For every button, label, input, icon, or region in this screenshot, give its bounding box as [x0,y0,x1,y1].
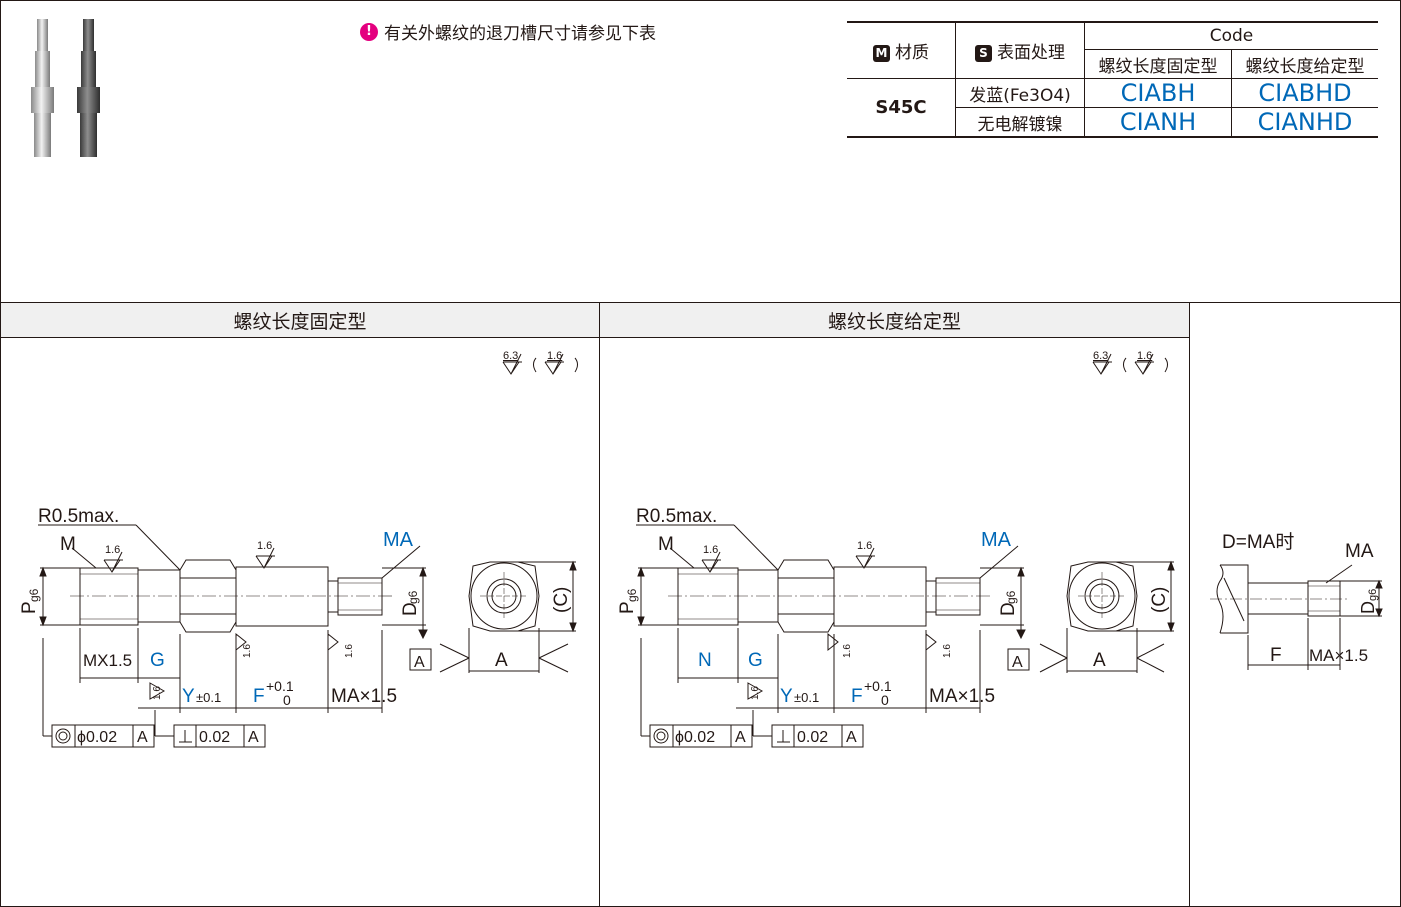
svg-text:1.6: 1.6 [857,540,872,552]
note-text: 有关外螺纹的退刀槽尺寸请参见下表 [384,24,656,44]
drawing-fixed: 6.3 1.6 R0.5max. M 1.6 1.6 MA P g6 D g6 … [19,350,578,748]
hex-a-label: A [495,650,508,671]
section-title-given: 螺纹长度给定型 [600,303,1189,338]
perpendicularity-tol: 0.02 [199,729,230,746]
ma-label: MA [383,529,414,551]
svg-text:M: M [658,534,674,555]
svg-text:1.6: 1.6 [242,644,253,658]
section-title-fixed: 螺纹长度固定型 [1,303,599,338]
g-label: G [150,650,165,671]
fixed-type-header: 螺纹长度固定型 [1084,49,1232,79]
svg-text:Y: Y [780,686,793,707]
svg-text:(C): (C) [1149,587,1170,613]
svg-text:A: A [248,729,259,746]
ma-pitch: MA×1.5 [331,686,397,707]
material-value: S45C [847,78,956,138]
svg-text:g6: g6 [1367,589,1379,601]
code-header: Code [1084,21,1378,50]
surface-value-1: 发蓝(Fe3O4) [955,78,1085,108]
fillet-label: R0.5max. [38,506,119,527]
c-label: (C) [551,587,572,613]
svg-text:g6: g6 [1004,590,1018,604]
concentricity-tol: ϕ0.02 [77,729,117,746]
svg-text:1.6: 1.6 [105,544,120,556]
d-eq-ma-label: D=MA时 [1222,531,1294,553]
f-tol-up: +0.1 [266,678,294,694]
d-sub: g6 [406,590,420,604]
svg-text:1.6: 1.6 [750,686,761,700]
info-icon: ! [360,22,378,41]
undercut-note: ! 有关外螺纹的退刀槽尺寸请参见下表 [360,19,656,44]
svg-text:1.6: 1.6 [703,544,718,556]
svg-text:1.6: 1.6 [842,644,853,658]
svg-text:A: A [735,729,746,746]
m-label: M [60,534,76,555]
detail-ma-pitch: MA×1.5 [1309,646,1368,665]
code-given-1: CIABHD [1231,78,1378,108]
svg-text:MA: MA [1345,541,1374,562]
svg-text:+0.1: +0.1 [864,678,892,694]
svg-text:A: A [1093,650,1106,671]
svg-text:G: G [748,650,763,671]
svg-text:1.6: 1.6 [257,540,272,552]
svg-text:g6: g6 [625,588,639,602]
svg-text:F: F [851,686,863,707]
surface-value-2: 无电解镀镍 [955,107,1085,138]
svg-text:MA×1.5: MA×1.5 [929,686,995,707]
mx-label: MX1.5 [83,651,132,670]
svg-text:D: D [998,602,1019,616]
detail-f-label: F [1270,645,1282,666]
svg-text:A: A [846,729,857,746]
svg-text:0.02: 0.02 [797,729,828,746]
f-label: F [253,686,265,707]
surface-roughness-main: 6.3 [503,350,518,362]
svg-text:A: A [137,729,148,746]
svg-text:ϕ0.02: ϕ0.02 [675,729,715,746]
y-tol: ±0.1 [196,690,221,705]
svg-text:P: P [617,601,638,614]
p-sub: g6 [27,588,41,602]
given-type-header: 螺纹长度给定型 [1231,49,1378,79]
datum-label: A [414,654,425,671]
svg-text:1.6: 1.6 [1137,350,1152,362]
svg-text:1.6: 1.6 [942,644,953,658]
drawing-d-equals-ma: D=MA时 MA F MA×1.5 D g6 [1210,531,1383,670]
drawing-given: 6.3 1.6 R0.5max. M 1.6 1.6 MA P g6 D g6 … [617,350,1175,748]
svg-text:1.6: 1.6 [152,686,163,700]
n-label: N [698,650,712,671]
d-label: D [400,602,421,616]
svg-text:6.3: 6.3 [1093,350,1108,362]
code-fixed-1: CIABH [1084,78,1232,108]
svg-text:D: D [1358,601,1378,614]
product-photo [31,19,100,157]
p-label: P [19,601,40,614]
code-given-2: CIANHD [1231,107,1378,138]
surface-roughness-sub: 1.6 [547,350,562,362]
svg-text:A: A [1012,654,1023,671]
code-fixed-2: CIANH [1084,107,1232,138]
svg-text:1.6: 1.6 [344,644,355,658]
svg-text:MA: MA [981,529,1012,551]
svg-text:R0.5max.: R0.5max. [636,506,717,527]
svg-text:±0.1: ±0.1 [794,690,819,705]
f-tol-low: 0 [283,692,291,708]
y-label: Y [182,686,195,707]
svg-text:0: 0 [881,692,889,708]
